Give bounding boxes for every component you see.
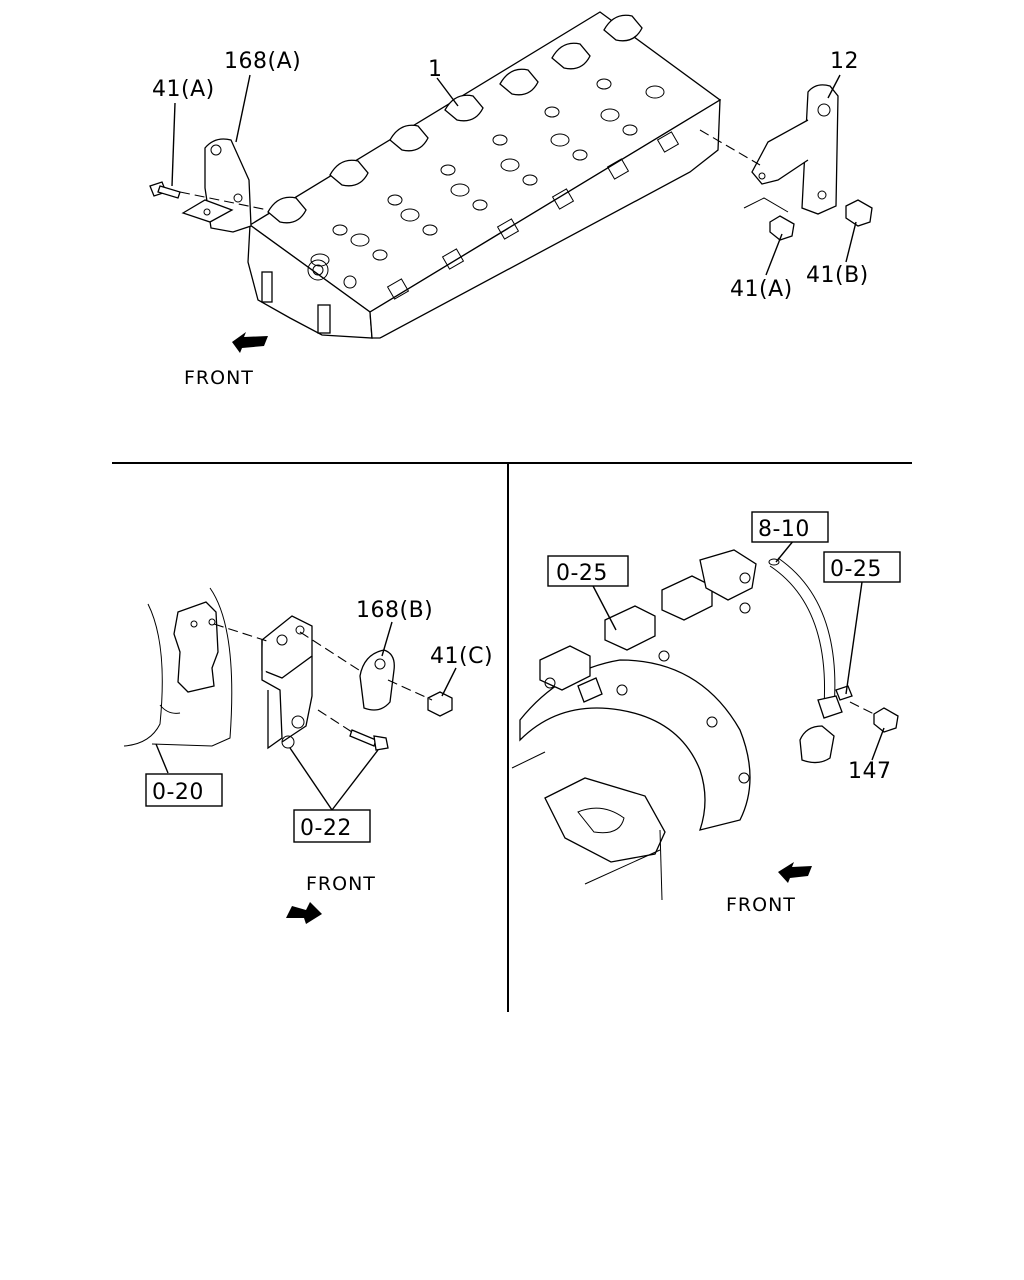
ref-box-0-25-left <box>547 555 629 587</box>
bottom-left-panel: 168(B) 41(C) 0-20 0-22 FRONT <box>123 587 493 924</box>
top-panel: 41(A) 168(A) 1 12 41(A) 41(B) FRONT <box>149 11 873 389</box>
front-arrow-bottom-right-icon <box>778 862 812 883</box>
leader-dash-mount-to-gasket <box>299 631 363 673</box>
leader-1 <box>436 77 459 107</box>
engine-mount-bracket-drawing <box>261 615 313 750</box>
bracket-168a-drawing <box>181 138 252 233</box>
bolt-41a-right-drawing <box>769 215 795 241</box>
ref-box-0-25-right <box>823 551 901 583</box>
leader-41a-right-step <box>743 197 789 213</box>
callout-41a-right: 41(A) <box>730 277 793 302</box>
callout-41c: 41(C) <box>430 644 493 669</box>
leader-41b <box>845 221 857 263</box>
leader-8-10 <box>775 539 795 563</box>
leader-41a-right <box>765 233 783 276</box>
leader-dash-long-bolt <box>317 709 353 733</box>
leader-41c <box>441 667 457 697</box>
front-label-bottom-right: FRONT <box>726 894 796 916</box>
front-label-bottom-left: FRONT <box>306 873 376 895</box>
ref-box-0-22 <box>293 809 371 843</box>
cylinder-head-drawing <box>247 11 722 339</box>
leader-dash-mount-to-block <box>213 623 271 643</box>
leader-41a-left <box>171 102 176 187</box>
callout-41b: 41(B) <box>806 263 869 288</box>
dipstick-tube-drawing <box>768 557 853 764</box>
bracket-12-drawing <box>751 84 839 215</box>
leader-0-22-b <box>331 749 379 811</box>
gasket-168b-drawing <box>359 649 395 711</box>
ref-0-20-label: 0-20 <box>152 780 204 805</box>
leader-dash-12 <box>699 129 761 166</box>
ref-8-10-label: 8-10 <box>758 517 810 542</box>
callout-12: 12 <box>830 49 859 74</box>
intake-manifold-drawing <box>519 549 757 831</box>
ref-0-25-left-label: 0-25 <box>556 561 608 586</box>
leader-12 <box>827 74 841 99</box>
leader-dash-gasket-to-bolt <box>387 679 433 701</box>
block-drawing-right <box>511 751 666 901</box>
leader-0-25-left <box>591 583 617 631</box>
bolt-41c-drawing <box>427 691 453 717</box>
front-arrow-right-icon <box>286 902 322 924</box>
engine-block-drawing <box>123 587 233 747</box>
callout-147: 147 <box>848 759 892 784</box>
ref-box-0-20 <box>145 773 223 807</box>
bolt-41a-left-drawing <box>149 181 181 199</box>
callout-41a-left: 41(A) <box>152 77 215 102</box>
bolt-41b-drawing <box>845 199 873 227</box>
leader-0-25-right <box>845 581 863 695</box>
bottom-right-panel: 8-10 0-25 0-25 147 FRONT <box>511 511 901 916</box>
callout-168a: 168(A) <box>224 49 301 74</box>
callout-1: 1 <box>428 57 443 82</box>
ref-0-22-label: 0-22 <box>300 816 352 841</box>
leader-168a <box>235 74 251 143</box>
long-bolt-drawing <box>349 729 389 751</box>
ref-box-8-10 <box>751 511 829 543</box>
callout-168b: 168(B) <box>356 598 433 623</box>
leader-168b <box>381 621 393 657</box>
cam-saddles <box>267 14 643 224</box>
ref-0-25-right-label: 0-25 <box>830 557 882 582</box>
bolt-147-drawing <box>849 701 899 733</box>
leader-0-22-a <box>289 747 333 811</box>
exhaust-ports <box>386 131 680 300</box>
leader-0-20 <box>155 743 169 774</box>
front-arrow-icon <box>232 332 268 353</box>
valve-bores <box>310 78 665 267</box>
leader-147 <box>871 727 885 761</box>
front-label-top: FRONT <box>184 367 254 389</box>
